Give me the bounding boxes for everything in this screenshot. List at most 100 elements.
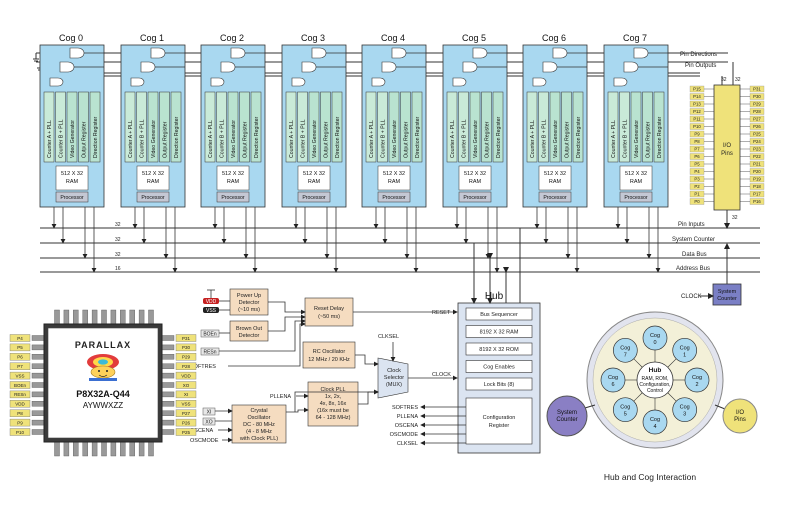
cog-title: Cog 6 bbox=[542, 33, 566, 43]
mux-line2: Selector bbox=[384, 375, 404, 381]
chip-lead bbox=[161, 354, 175, 360]
io-pin-left: P15 bbox=[693, 87, 701, 92]
address-bus-label: Address Bus bbox=[676, 266, 710, 272]
cog-block-label: Output Register bbox=[564, 121, 570, 158]
cog-title: Cog 3 bbox=[301, 33, 325, 43]
cog-block bbox=[136, 91, 147, 163]
hub-item-label: 8192 X 32 ROM bbox=[479, 347, 519, 353]
cog-processor bbox=[55, 191, 89, 203]
chip-right-pin: P29 bbox=[182, 355, 191, 360]
cog-block-label: Counter A + PLL bbox=[611, 120, 617, 158]
cog-block bbox=[331, 91, 343, 163]
cog-block bbox=[561, 91, 572, 163]
hub-center-line2: RAM, ROM, bbox=[642, 376, 669, 382]
power-reset-section: VDD VSS BOEn RESn SOFTRES Power Up Detec… bbox=[190, 288, 458, 370]
cog-block-label: Counter B + PLL bbox=[219, 119, 225, 158]
hub-center-line4: Control bbox=[647, 388, 663, 394]
chip-lead bbox=[161, 363, 175, 369]
cog-block-label: Direction Register bbox=[254, 117, 260, 158]
io-pin-left: P5 bbox=[694, 162, 700, 167]
cog-block-label: Output Register bbox=[323, 121, 329, 158]
cog-block bbox=[526, 91, 538, 163]
brown-out-line2: Detector bbox=[239, 333, 260, 339]
hub-item bbox=[465, 325, 533, 338]
io-pin-left: P10 bbox=[693, 124, 701, 129]
chip-lead bbox=[31, 410, 45, 416]
hub-item-label: Bus Sequencer bbox=[480, 312, 518, 318]
cog-ram bbox=[297, 165, 331, 191]
bus-width-32-b: 32 bbox=[115, 237, 121, 243]
rc-osc-line1: RC Oscillator bbox=[313, 349, 346, 355]
cfg-signal-label: SOFTRES bbox=[392, 405, 418, 411]
rc-osc-line2: 12 MHz / 20 KHz bbox=[308, 357, 350, 363]
xi-pin: XI bbox=[207, 410, 212, 416]
chip-lead bbox=[31, 391, 45, 398]
ring-cog-word: Cog bbox=[680, 405, 690, 411]
chip-left-pin: P9 bbox=[17, 420, 23, 425]
io-pin-right: P21 bbox=[753, 162, 761, 167]
chip-lead bbox=[161, 401, 175, 407]
chip-right-pin: VSS bbox=[181, 402, 190, 407]
cog-block-label: Output Register bbox=[403, 121, 409, 158]
or-gate-icon bbox=[462, 61, 478, 73]
mux-line1: Clock bbox=[387, 368, 401, 374]
chip-lead bbox=[148, 441, 154, 457]
cog-processor bbox=[538, 191, 572, 203]
ring-cog-link bbox=[633, 358, 643, 368]
or-gate-icon bbox=[381, 61, 397, 73]
ring-system-counter-line2: Counter bbox=[556, 417, 577, 423]
cog-block-label: Counter B + PLL bbox=[461, 119, 467, 158]
cog-block-label: Counter A + PLL bbox=[369, 120, 375, 158]
chip-lead bbox=[129, 441, 135, 457]
cog-block bbox=[619, 91, 630, 163]
ring-cog-link bbox=[667, 358, 677, 368]
or-gate-icon bbox=[220, 61, 236, 73]
chip-lead bbox=[120, 309, 126, 325]
chip-pin-label-box bbox=[175, 418, 197, 427]
io-pin-left: P3 bbox=[694, 177, 700, 182]
cog-block bbox=[572, 91, 584, 163]
chip-lead bbox=[138, 441, 145, 457]
chip-lead bbox=[73, 441, 79, 457]
io-pin-right: P30 bbox=[753, 94, 761, 99]
hub-title: Hub bbox=[485, 291, 504, 302]
clock-pll-line5: 64 - 128 MHz) bbox=[316, 415, 351, 421]
cog-block bbox=[411, 91, 423, 163]
io-pin-right: P27 bbox=[753, 117, 761, 122]
pin-outputs-label: Pin Outputs bbox=[685, 63, 716, 69]
ring-cog-number: 4 bbox=[653, 424, 656, 430]
cog-title: Cog 0 bbox=[59, 33, 83, 43]
chip-left-pin: P10 bbox=[16, 430, 25, 435]
chip-pin-label-box bbox=[9, 409, 31, 417]
ring-cog-word: Cog bbox=[650, 417, 660, 423]
cog-block bbox=[216, 91, 227, 163]
or-gate-icon bbox=[633, 47, 649, 59]
clock-pll-line4: (16x must be bbox=[317, 408, 349, 414]
and-gate-icon bbox=[49, 77, 64, 87]
chip-lead bbox=[63, 309, 70, 325]
chip-lead bbox=[31, 335, 45, 341]
io-pin-right: P19 bbox=[753, 177, 761, 182]
ring-cog-number: 1 bbox=[683, 352, 686, 358]
chip-lead bbox=[54, 309, 60, 325]
cog-ram-label-1: 512 X 32 bbox=[222, 171, 244, 177]
hub-item-label: Cog Enables bbox=[483, 365, 515, 371]
cog-block-label: Direction Register bbox=[335, 117, 341, 158]
or-gate-icon bbox=[623, 61, 639, 73]
pin-inputs-label: Pin Inputs bbox=[678, 222, 705, 228]
cog-ram-label-2: RAM bbox=[308, 179, 321, 185]
chip-pin-label-box bbox=[9, 334, 31, 342]
cog-block-label: Video Generator bbox=[553, 120, 559, 158]
or-gate-icon bbox=[230, 47, 246, 59]
cog-block bbox=[446, 91, 458, 163]
chip-pin-label-box bbox=[9, 362, 31, 370]
chip-lead bbox=[101, 441, 107, 457]
cog-ram bbox=[136, 165, 170, 191]
cog-ram-label-1: 512 X 32 bbox=[383, 171, 405, 177]
